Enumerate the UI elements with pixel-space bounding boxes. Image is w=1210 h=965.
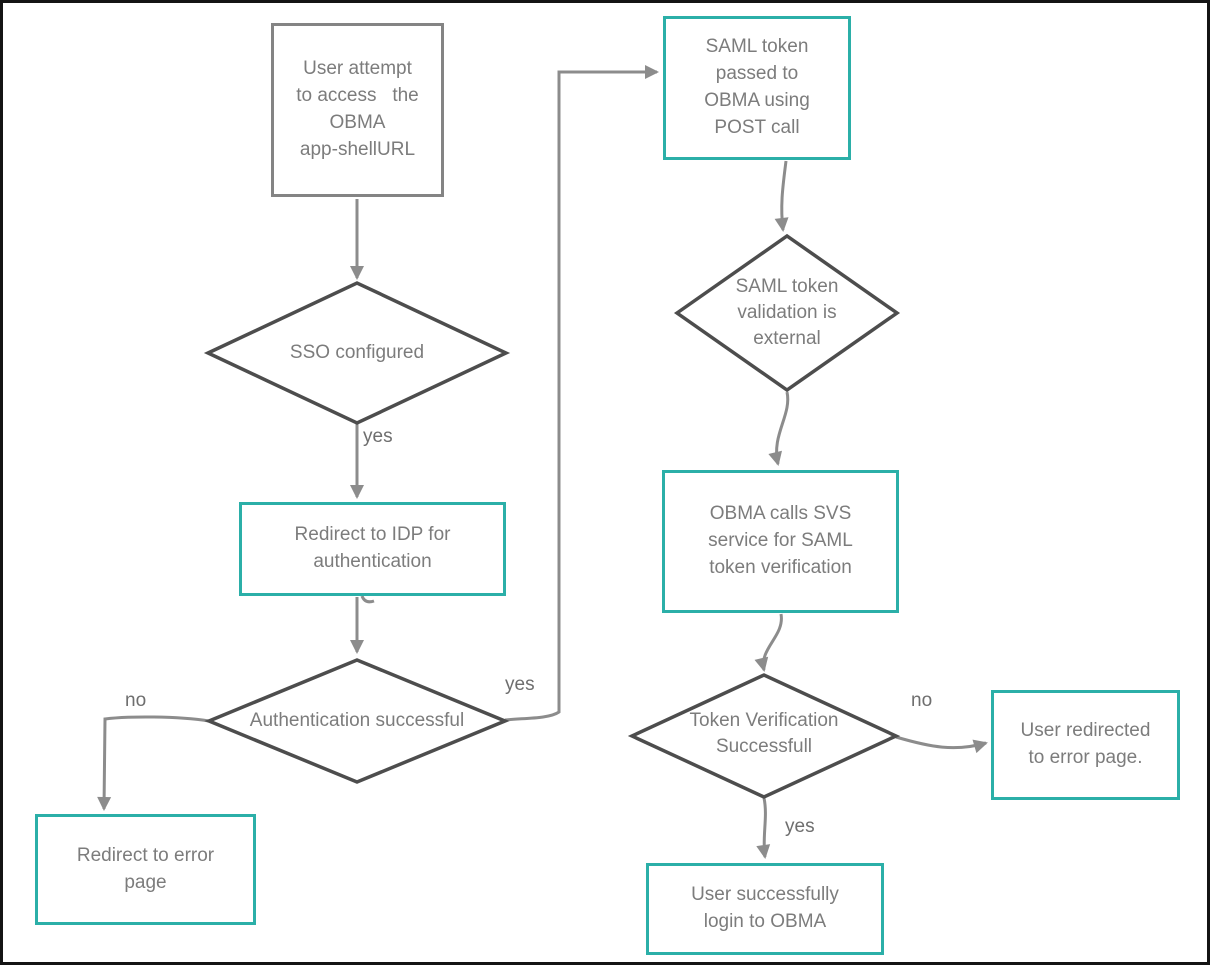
edge-token-yes-to-login [756, 797, 771, 859]
node-user-attempt: User attempt to access the OBMA app-shel… [271, 23, 444, 197]
edge-label-auth-yes: yes [505, 674, 535, 695]
decision-sso-configured-shape [203, 281, 511, 425]
node-redirect-idp: Redirect to IDP for authentication [239, 502, 506, 596]
node-user-login: User successfully login to OBMA [646, 863, 884, 955]
node-user-login-label: User successfully login to OBMA [691, 884, 839, 932]
edge-label-token-yes: yes [785, 816, 815, 837]
node-redirect-error: Redirect to error page [35, 814, 256, 925]
node-redirect-idp-label: Redirect to IDP for authentication [294, 524, 451, 572]
decision-token-verification-shape [627, 673, 901, 799]
edge-token-no-to-error [895, 735, 988, 754]
edge-auth-no-to-error [97, 715, 210, 811]
edge-idp-curl [360, 595, 375, 604]
decision-auth-successful-shape [204, 658, 510, 784]
node-obma-svs: OBMA calls SVS service for SAML token ve… [662, 470, 899, 613]
edge-obma-to-token [754, 613, 783, 672]
edge-validation-to-obma [768, 391, 790, 466]
edge-label-sso-yes: yes [363, 426, 393, 447]
node-redirect-error-label: Redirect to error page [76, 844, 215, 893]
node-user-redirected-error-label: User redirected to error page. [1020, 720, 1151, 768]
node-saml-token-post-label: SAML token passed to OBMA using POST cal… [704, 36, 810, 138]
node-saml-token-post: SAML token passed to OBMA using POST cal… [663, 16, 851, 160]
edge-label-auth-no: no [125, 690, 147, 711]
node-user-attempt-label: User attempt to access the OBMA app-shel… [296, 58, 419, 160]
edge-saml-to-validation [774, 160, 789, 232]
node-user-redirected-error: User redirected to error page. [991, 690, 1180, 800]
edge-label-token-no: no [911, 690, 933, 711]
edge-auth-yes-to-saml [504, 65, 659, 722]
connector-layer [97, 65, 988, 859]
decision-saml-validation-shape [673, 233, 901, 393]
node-obma-svs-label: OBMA calls SVS service for SAML token ve… [708, 503, 853, 578]
